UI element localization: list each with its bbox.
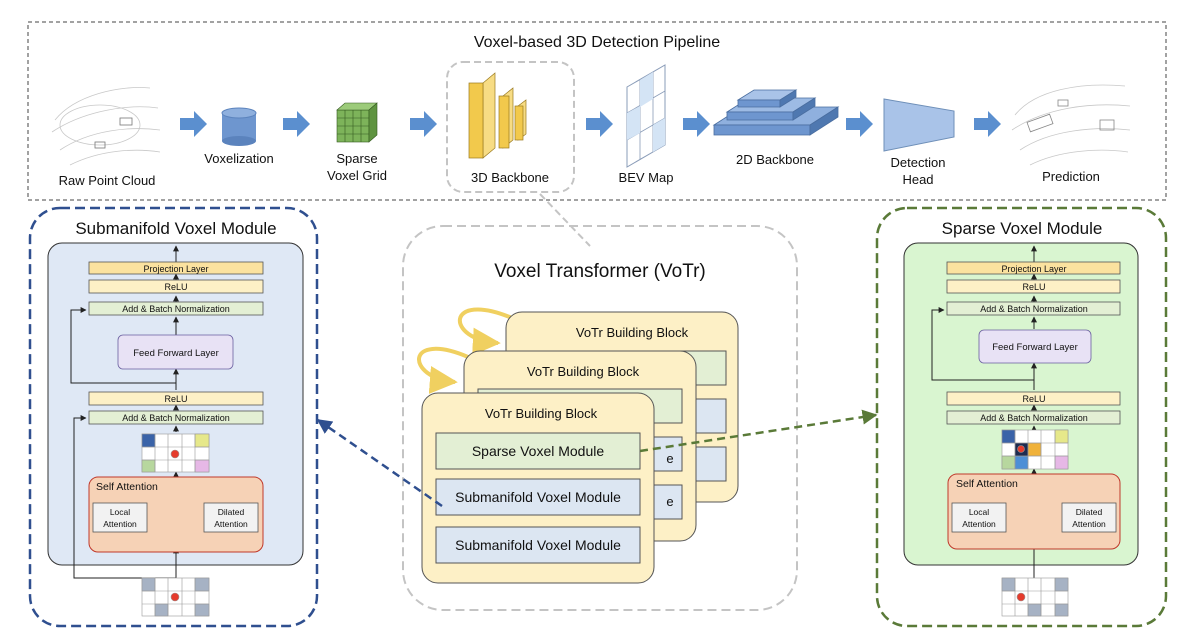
sparse-relu-top xyxy=(946,279,1121,294)
votr-border xyxy=(402,225,798,611)
sparse-output-voxel-grid xyxy=(1001,429,1069,470)
backbone-3d-icon xyxy=(468,72,527,159)
votr-block-title-front: VoTr Building Block xyxy=(485,406,598,421)
sub-dilated-attention-label-2: Attention xyxy=(214,519,248,529)
pipeline-arrow-1 xyxy=(180,111,207,137)
votr-peek-text-2: e xyxy=(666,494,673,509)
sub-relu-bottom xyxy=(88,391,264,406)
sub-add-norm-top xyxy=(88,301,264,316)
stage-label-head: Head xyxy=(902,172,933,187)
votr-sparse-module-label: Sparse Voxel Module xyxy=(472,443,605,459)
submanifold-module-border xyxy=(28,206,319,628)
sparse-dilated-attention-label-1: Dilated xyxy=(1076,507,1103,517)
sparse-relu-bottom-label: ReLU xyxy=(1022,394,1045,404)
sparse-input-voxel-grid xyxy=(1001,577,1069,617)
sub-self-attention-label: Self Attention xyxy=(96,481,158,493)
pipeline-arrow-3 xyxy=(410,111,437,137)
pipeline-arrow-4 xyxy=(586,111,613,137)
recurrence-arrow-middle xyxy=(417,346,469,394)
sub-local-attention-box xyxy=(92,502,148,533)
votr-block-title-back: VoTr Building Block xyxy=(576,325,689,340)
sub-input-voxel-grid xyxy=(141,577,210,617)
sparse-local-attention-label-1: Local xyxy=(969,507,989,517)
stage-label-voxelization: Voxelization xyxy=(204,151,273,166)
stage-label-raw-point-cloud: Raw Point Cloud xyxy=(59,173,156,188)
sparse-relu-bottom xyxy=(946,391,1121,406)
sub-add-norm-bottom-label: Add & Batch Normalization xyxy=(122,413,230,423)
pipeline-arrow-5 xyxy=(683,111,710,137)
backbone-3d-highlight xyxy=(446,61,575,193)
stage-label-detection: Detection xyxy=(891,155,946,170)
sub-ffn-box xyxy=(117,334,234,370)
votr-block-card-front: VoTr Building Block Sparse Voxel Module … xyxy=(421,392,655,584)
recurrence-arrow-back xyxy=(458,307,513,356)
pipeline-title: Voxel-based 3D Detection Pipeline xyxy=(474,34,720,51)
sparse-voxel-grid-icon xyxy=(336,102,378,143)
sub-local-attention-label-2: Attention xyxy=(103,519,137,529)
pipeline-arrow-7 xyxy=(974,111,1001,137)
sparse-self-attention-label: Self Attention xyxy=(956,478,1018,490)
sparse-add-norm-bottom xyxy=(946,410,1121,425)
raw-point-cloud-image xyxy=(51,87,161,166)
voxelization-cylinder-icon xyxy=(221,107,257,146)
sparse-module-title: Sparse Voxel Module xyxy=(942,219,1103,238)
votr-panel: Voxel Transformer (VoTr) VoTr Building B… xyxy=(402,225,798,611)
votr-submanifold-module-label-2: Submanifold Voxel Module xyxy=(455,537,621,553)
detection-head-icon xyxy=(883,98,955,152)
votr-submanifold-module-box-2 xyxy=(435,526,641,564)
stage-label-sparse: Sparse xyxy=(336,151,377,166)
sub-relu-top xyxy=(88,279,264,294)
sub-ffn-label: Feed Forward Layer xyxy=(133,348,219,359)
sub-output-voxel-grid xyxy=(141,433,210,473)
sparse-module-panel: Sparse Voxel Module Projection Layer ReL… xyxy=(875,206,1168,628)
sub-add-norm-bottom xyxy=(88,410,264,425)
sparse-add-norm-top xyxy=(946,301,1121,316)
backbone-2d-icon xyxy=(712,89,840,136)
pipeline-border xyxy=(27,21,1167,201)
submanifold-module-panel: Submanifold Voxel Module Projection Laye… xyxy=(28,206,319,628)
prediction-image xyxy=(1011,84,1131,166)
submanifold-module-title: Submanifold Voxel Module xyxy=(75,219,276,238)
votr-sparse-module-box xyxy=(435,432,641,470)
sparse-ffn-label: Feed Forward Layer xyxy=(992,342,1078,353)
sparse-local-attention-label-2: Attention xyxy=(962,519,996,529)
sparse-add-norm-bottom-label: Add & Batch Normalization xyxy=(980,413,1088,423)
votr-submanifold-module-label-1: Submanifold Voxel Module xyxy=(455,489,621,505)
sub-self-attention-box xyxy=(88,476,264,553)
pipeline-arrow-2 xyxy=(283,111,310,137)
sparse-module-border xyxy=(875,206,1168,628)
sparse-dilated-attention-box xyxy=(1061,502,1117,533)
stage-label-bev-map: BEV Map xyxy=(619,170,674,185)
sub-local-attention-label-1: Local xyxy=(110,507,130,517)
votr-peek-text-1: e xyxy=(666,451,673,466)
backbone-to-votr-connector xyxy=(539,193,591,247)
sparse-projection-layer xyxy=(946,261,1121,275)
sub-add-norm-top-label: Add & Batch Normalization xyxy=(122,304,230,314)
votr-submanifold-module-box-1 xyxy=(435,478,641,516)
stage-label-2d-backbone: 2D Backbone xyxy=(736,152,814,167)
connector-to-sparse-module xyxy=(639,409,878,453)
stage-label-voxel-grid: Voxel Grid xyxy=(327,168,387,183)
pipeline-arrows xyxy=(180,111,1001,137)
sparse-add-norm-top-label: Add & Batch Normalization xyxy=(980,304,1088,314)
pipeline-panel: Voxel-based 3D Detection Pipeline xyxy=(27,21,1167,201)
bev-map-icon xyxy=(626,64,666,168)
votr-title: Voxel Transformer (VoTr) xyxy=(494,261,706,282)
sub-projection-label: Projection Layer xyxy=(143,264,208,274)
sparse-local-attention-box xyxy=(951,502,1007,533)
sparse-dilated-attention-label-2: Attention xyxy=(1072,519,1106,529)
sparse-projection-label: Projection Layer xyxy=(1001,264,1066,274)
pipeline-arrow-6 xyxy=(846,111,873,137)
sub-relu-top-label: ReLU xyxy=(164,282,187,292)
sub-projection-layer xyxy=(88,261,264,275)
sparse-relu-top-label: ReLU xyxy=(1022,282,1045,292)
votr-block-title-middle: VoTr Building Block xyxy=(527,364,640,379)
sub-relu-bottom-label: ReLU xyxy=(164,394,187,404)
sparse-ffn-box xyxy=(978,329,1092,364)
stage-label-prediction: Prediction xyxy=(1042,169,1100,184)
stage-label-3d-backbone: 3D Backbone xyxy=(471,170,549,185)
sub-dilated-attention-label-1: Dilated xyxy=(218,507,245,517)
sub-dilated-attention-box xyxy=(203,502,259,533)
